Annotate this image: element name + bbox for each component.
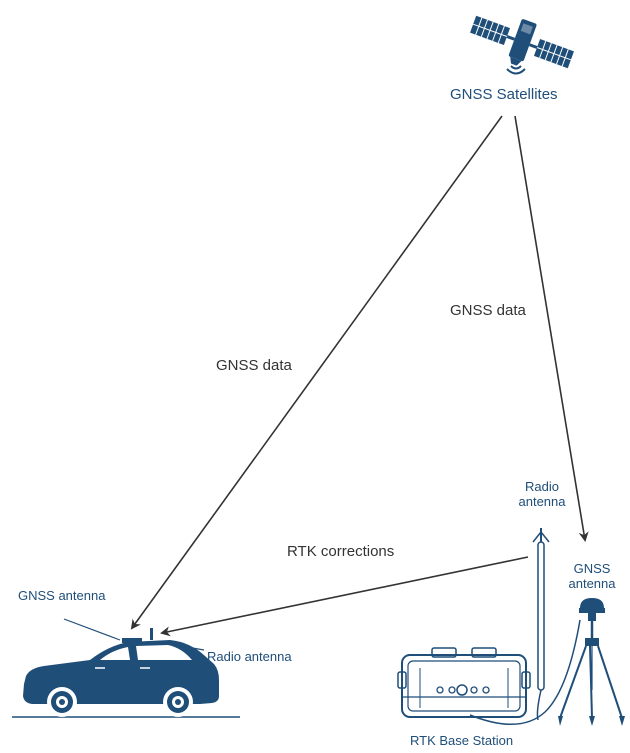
base-radio-antenna-label-line2: antenna — [518, 493, 566, 509]
base-gnss-antenna-label-line2: antenna — [568, 575, 616, 591]
car-icon — [23, 628, 219, 717]
rtk-corrections-arrow — [160, 556, 529, 637]
car-gnss-antenna-pointer — [63, 618, 121, 641]
cable-to-gnss-antenna — [469, 619, 581, 725]
base-station-label: RTK Base Station — [410, 733, 514, 748]
radio-antenna-icon — [532, 528, 550, 721]
gnss-data-arrow-to-car — [130, 115, 503, 630]
base-radio-antenna-label-line1: Radio — [525, 479, 559, 494]
gnss-data-label-right: GNSS data — [450, 302, 526, 319]
satellite-icon — [470, 15, 574, 69]
car-gnss-antenna-label: GNSS antenna — [18, 588, 106, 603]
base-radio-antenna-label: Radio antenna — [508, 479, 576, 510]
base-station-case-icon — [397, 647, 531, 718]
car-radio-antenna-label: Radio antenna — [207, 649, 292, 664]
satellites-label: GNSS Satellites — [450, 86, 558, 103]
gnss-data-label-left: GNSS data — [216, 357, 292, 374]
base-gnss-antenna-label: GNSS antenna — [560, 561, 624, 592]
signal-waves-icon — [506, 65, 526, 75]
rtk-corrections-label: RTK corrections — [287, 543, 395, 560]
gnss-antenna-tripod-icon — [558, 598, 625, 726]
base-gnss-antenna-label-line1: GNSS — [573, 561, 611, 576]
gnss-data-arrow-to-base — [514, 115, 589, 542]
